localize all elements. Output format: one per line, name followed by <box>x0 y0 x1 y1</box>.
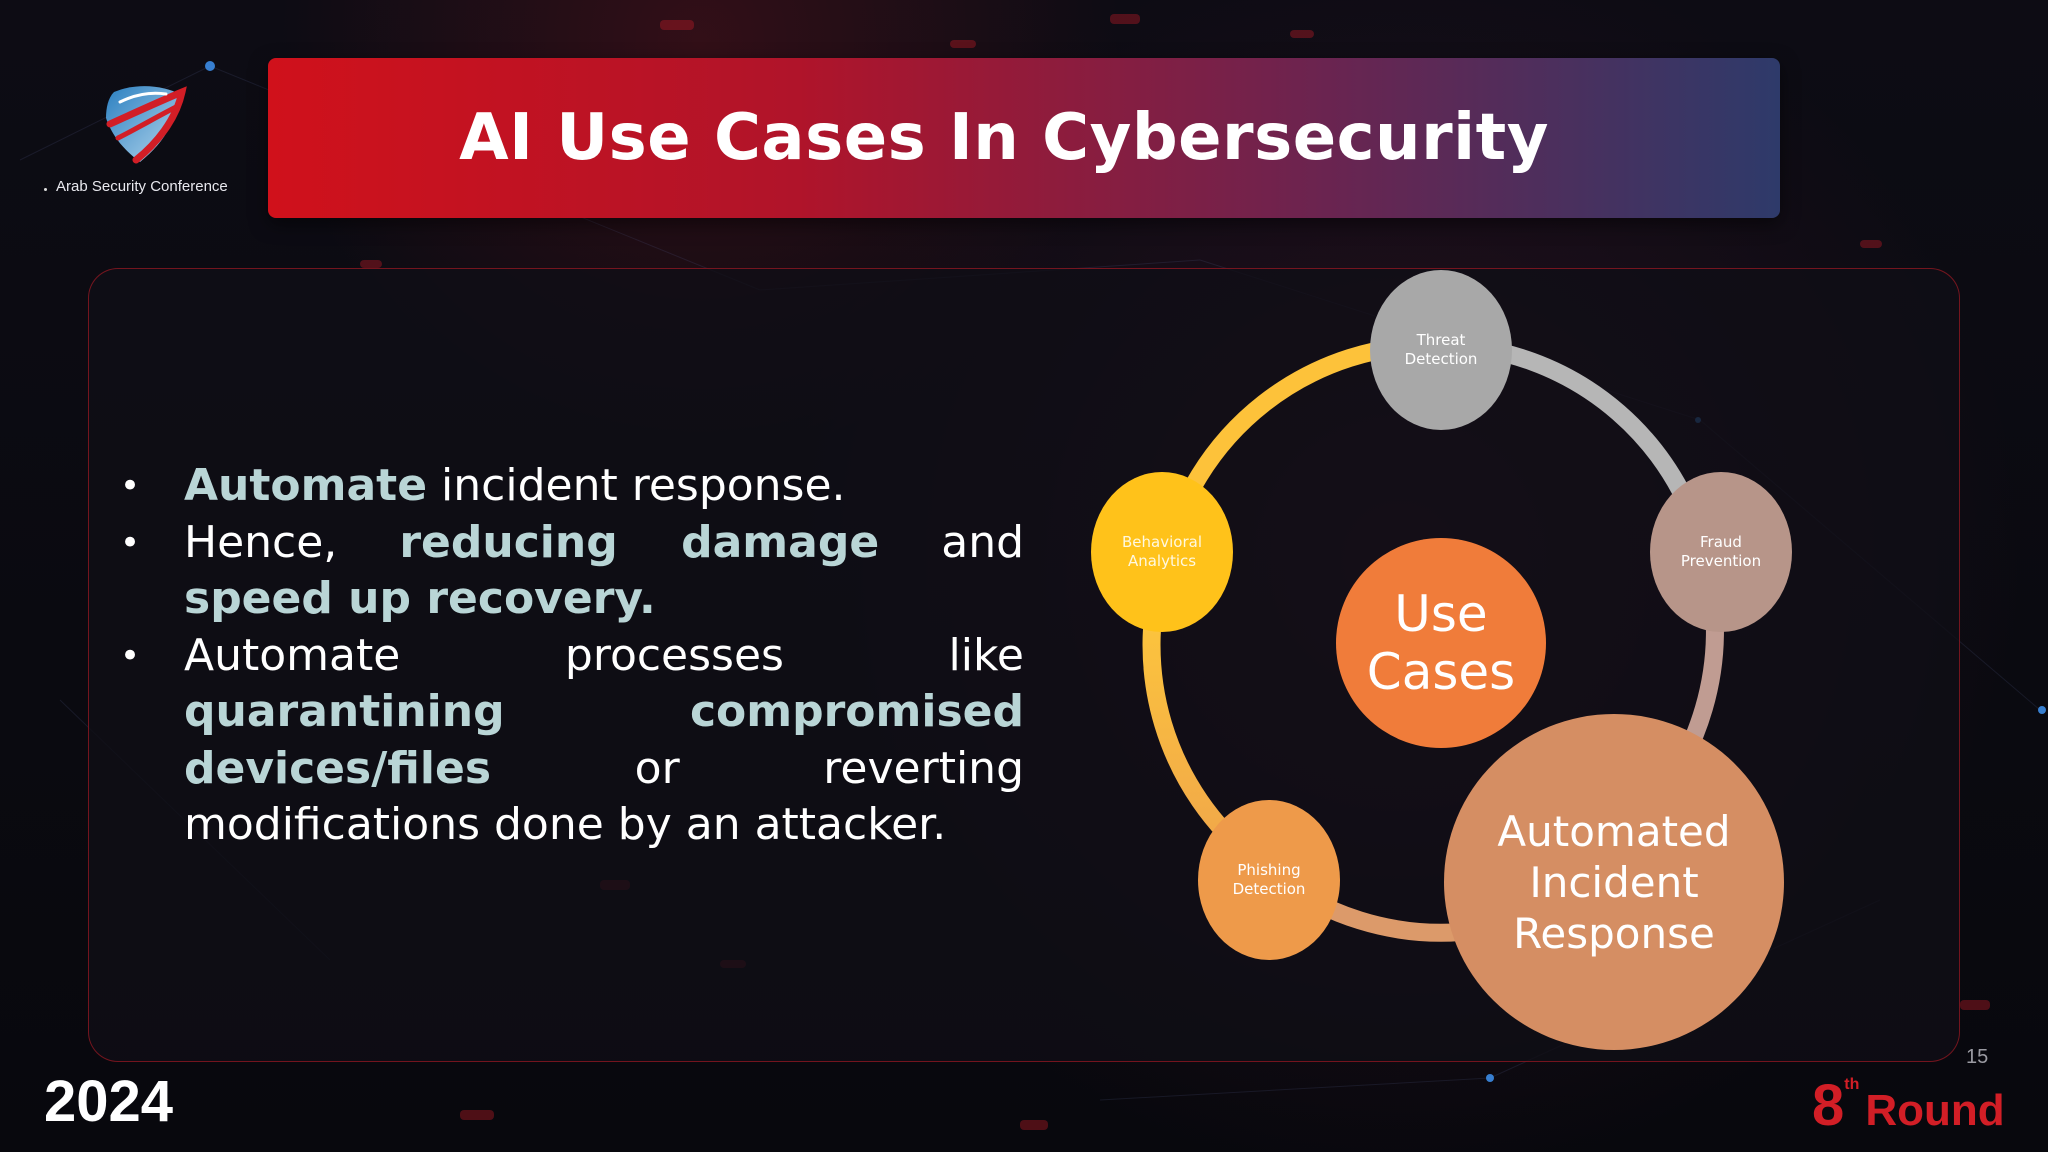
bullet-text: Hence, <box>184 516 400 568</box>
bullet-text: Automate processes like <box>184 629 1024 681</box>
round-number: 8 <box>1812 1073 1845 1138</box>
title-banner: AI Use Cases In Cybersecurity <box>268 58 1780 218</box>
center-label: Use <box>1394 585 1488 643</box>
bullet-marker: • <box>120 466 141 506</box>
node-label: Automated <box>1497 806 1731 856</box>
bullet-text-highlight: reducing damage <box>399 516 880 568</box>
footer-year: 2024 <box>44 1069 174 1134</box>
page-title: AI Use Cases In Cybersecurity <box>459 101 1549 175</box>
bullet-item: • Automate incident response. <box>120 458 1024 515</box>
bullet-list: • Automate incident response. • Hence, r… <box>120 458 1024 854</box>
bullet-item: • Hence, reducing damage and speed up re… <box>120 515 1024 628</box>
shield-logo-icon <box>106 86 187 164</box>
brand-name: Arab Security Conference <box>56 178 228 195</box>
bullet-text: or reverting modifications done by an at… <box>184 742 1024 851</box>
node-phishing-detection: Phishing Detection <box>1198 800 1340 960</box>
bullet-text-highlight: Automate <box>184 460 428 511</box>
bullet-text-highlight: quarantining compromised devices/files <box>184 686 1024 794</box>
center-label: Cases <box>1366 643 1516 701</box>
bullet-text: and <box>879 516 1025 568</box>
node-use-cases-center: Use Cases <box>1336 538 1546 748</box>
node-label: Phishing <box>1237 861 1301 879</box>
node-label: Fraud <box>1700 533 1742 551</box>
bullet-marker: • <box>120 635 141 676</box>
conference-logo <box>40 80 240 210</box>
logo-dot <box>44 188 47 191</box>
bullet-text: incident response. <box>427 460 846 511</box>
node-label: Detection <box>1232 880 1306 898</box>
bullet-text-highlight: speed up recovery. <box>184 573 656 624</box>
node-threat-detection: Threat Detection <box>1370 270 1512 430</box>
node-label: Prevention <box>1680 552 1762 570</box>
round-suffix: th <box>1844 1076 1860 1093</box>
node-label: Behavioral <box>1122 533 1202 551</box>
page-number: 15 <box>1966 1046 1989 1068</box>
node-label: Analytics <box>1127 552 1197 570</box>
node-label: Incident <box>1529 857 1699 907</box>
round-word: Round <box>1865 1086 2005 1135</box>
round-badge: 8thRound <box>1812 1072 2005 1139</box>
node-label: Threat <box>1416 331 1466 349</box>
use-cases-cycle-diagram: Threat Detection Fraud Prevention Behavi… <box>1080 260 1820 1060</box>
bullet-marker: • <box>120 522 141 563</box>
bullet-item: • Automate processes like quarantining c… <box>120 628 1024 854</box>
node-label: Response <box>1513 908 1715 958</box>
node-label: Detection <box>1404 350 1478 368</box>
node-automated-incident-response: Automated Incident Response <box>1444 714 1784 1050</box>
node-fraud-prevention: Fraud Prevention <box>1650 472 1792 632</box>
node-behavioral-analytics: Behavioral Analytics <box>1091 472 1233 632</box>
